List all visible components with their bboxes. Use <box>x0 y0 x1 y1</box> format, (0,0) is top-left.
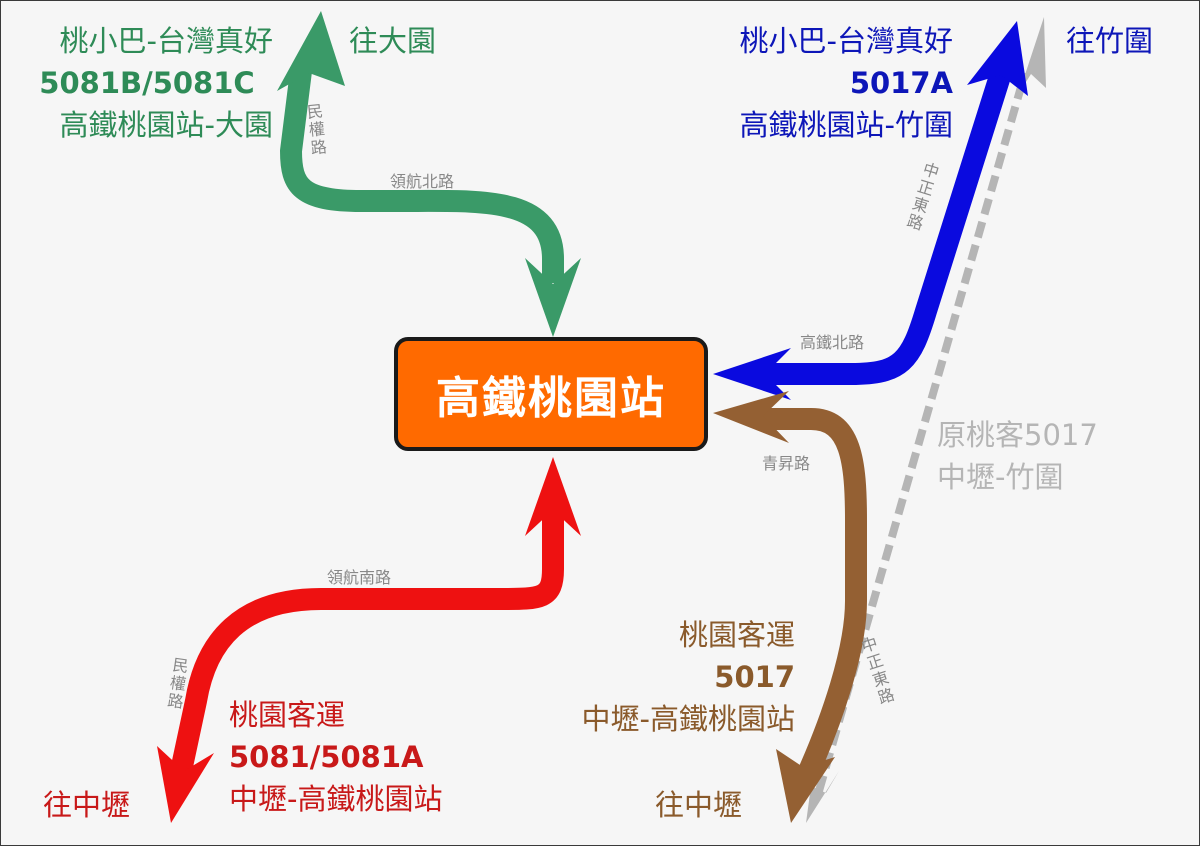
brown-route-arrowhead-down <box>776 749 835 823</box>
green-route-arrowhead-up <box>277 11 345 91</box>
brown-route-path <box>761 408 867 776</box>
blue-route-destination: 往竹圍 <box>1066 24 1154 58</box>
gray-route-endpoints: 中壢-竹圍 <box>937 460 1064 494</box>
red-route-endpoints: 中壢-高鐵桃園站 <box>229 782 443 816</box>
brown-route <box>713 391 867 823</box>
red-route-destination: 往中壢 <box>43 788 131 822</box>
blue-route-path <box>763 69 1012 385</box>
red-route <box>157 457 581 823</box>
blue-route-endpoints: 高鐵桃園站-竹圍 <box>739 108 953 142</box>
green-route-endpoints: 高鐵桃園站-大園 <box>59 108 273 142</box>
green-route-path <box>280 69 564 283</box>
gray-route-arrowhead-top <box>1019 17 1046 93</box>
brown-route-number: 5017 <box>714 660 795 694</box>
brown-route-arrowhead-left <box>713 391 789 443</box>
blue-route-arrowhead-left <box>713 348 791 400</box>
brown-route-endpoints: 中壢-高鐵桃園站 <box>581 702 795 736</box>
red-route-number: 5081/5081A <box>229 740 424 774</box>
green-route-operator: 桃小巴-台灣真好 <box>59 24 273 58</box>
gray-route-arrowhead-bottom <box>806 771 839 823</box>
blue-route-arrowhead-up <box>967 21 1028 96</box>
blue-route <box>713 21 1028 400</box>
green-route-destination: 往大園 <box>349 24 437 58</box>
road-label-linghang-south: 領航南路 <box>327 568 392 587</box>
blue-route-operator: 桃小巴-台灣真好 <box>739 24 953 58</box>
red-route-path <box>170 509 564 774</box>
red-route-arrowhead-down <box>157 746 214 823</box>
gray-route-name: 原桃客5017 <box>937 418 1098 452</box>
green-route-arrowhead-down <box>525 258 581 337</box>
brown-route-destination: 往中壢 <box>655 788 743 822</box>
blue-route-number: 5017A <box>849 66 953 100</box>
green-route-number: 5081B/5081C <box>39 66 255 100</box>
green-route <box>277 11 581 337</box>
road-label-linghang-north: 領航北路 <box>390 172 455 191</box>
road-label-gaotie-north: 高鐵北路 <box>800 333 865 352</box>
red-route-operator: 桃園客運 <box>229 698 346 732</box>
brown-route-operator: 桃園客運 <box>678 618 795 652</box>
station-box: 高鐵桃園站 <box>394 337 708 451</box>
road-label-qingsheng: 青昇路 <box>762 454 811 473</box>
station-name: 高鐵桃園站 <box>436 373 666 424</box>
red-route-arrowhead-up <box>525 457 581 536</box>
